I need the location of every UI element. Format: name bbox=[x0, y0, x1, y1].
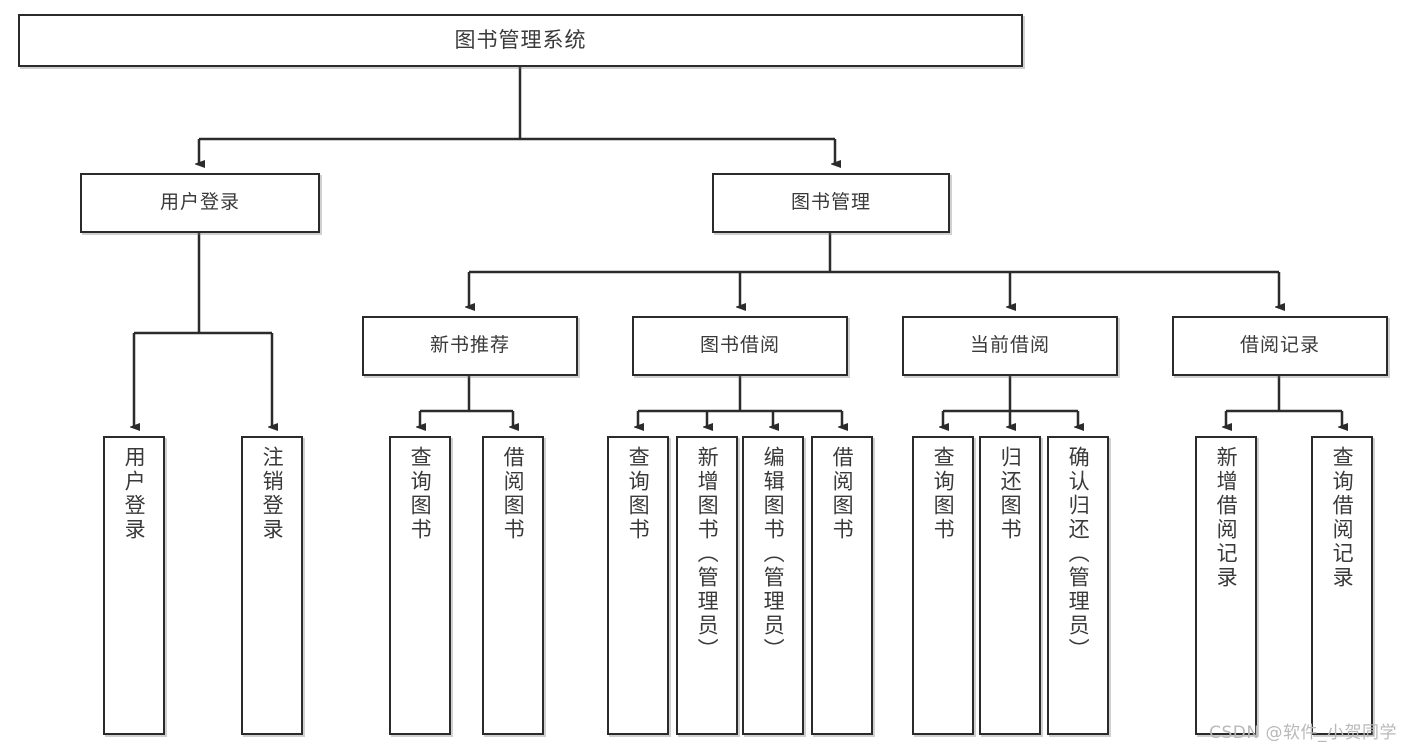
leaf-label: 新增图书（管理员） bbox=[695, 446, 720, 662]
leaf-label: 编辑图书（管理员） bbox=[761, 446, 786, 662]
leaf-query-books-current[interactable]: 查询图书 bbox=[912, 436, 974, 735]
leaf-label: 查询图书 bbox=[408, 446, 433, 542]
leaf-add-book-admin[interactable]: 新增图书（管理员） bbox=[676, 436, 738, 735]
leaf-borrow-books-recommend[interactable]: 借阅图书 bbox=[482, 436, 544, 735]
node-label: 借阅记录 bbox=[1239, 334, 1320, 357]
leaf-query-borrow-record[interactable]: 查询借阅记录 bbox=[1311, 436, 1373, 735]
leaf-borrow-books[interactable]: 借阅图书 bbox=[811, 436, 873, 735]
leaf-edit-book-admin[interactable]: 编辑图书（管理员） bbox=[742, 436, 804, 735]
leaf-query-books-borrow[interactable]: 查询图书 bbox=[607, 436, 669, 735]
leaf-label: 归还图书 bbox=[998, 446, 1023, 542]
node-new-book-recommendation[interactable]: 新书推荐 bbox=[362, 316, 578, 376]
node-label: 图书管理 bbox=[790, 191, 871, 214]
watermark: CSDN @软件_小贺同学 bbox=[1209, 723, 1397, 743]
node-borrow-records[interactable]: 借阅记录 bbox=[1172, 316, 1388, 376]
leaf-label: 借阅图书 bbox=[830, 446, 855, 542]
leaf-label: 新增借阅记录 bbox=[1214, 446, 1239, 590]
leaf-label: 查询图书 bbox=[931, 446, 956, 542]
leaf-label: 查询借阅记录 bbox=[1330, 446, 1355, 590]
node-label: 用户登录 bbox=[159, 191, 240, 214]
node-label: 图书管理系统 bbox=[454, 28, 587, 53]
leaf-user-login[interactable]: 用户登录 bbox=[103, 436, 165, 735]
node-book-borrowing[interactable]: 图书借阅 bbox=[632, 316, 848, 376]
node-label: 新书推荐 bbox=[429, 334, 510, 357]
leaf-label: 注销登录 bbox=[260, 446, 285, 542]
node-current-borrowing[interactable]: 当前借阅 bbox=[902, 316, 1118, 376]
leaf-query-books-recommend[interactable]: 查询图书 bbox=[389, 436, 451, 735]
leaf-label: 借阅图书 bbox=[501, 446, 526, 542]
leaf-add-borrow-record[interactable]: 新增借阅记录 bbox=[1195, 436, 1257, 735]
leaf-label: 确认归还（管理员） bbox=[1066, 446, 1091, 662]
node-root-book-management-system[interactable]: 图书管理系统 bbox=[18, 14, 1023, 67]
node-book-management[interactable]: 图书管理 bbox=[712, 173, 950, 233]
node-user-login[interactable]: 用户登录 bbox=[80, 173, 320, 233]
leaf-label: 用户登录 bbox=[122, 446, 147, 542]
leaf-return-books[interactable]: 归还图书 bbox=[979, 436, 1041, 735]
node-label: 图书借阅 bbox=[699, 334, 780, 357]
leaf-confirm-return-admin[interactable]: 确认归还（管理员） bbox=[1047, 436, 1109, 735]
node-label: 当前借阅 bbox=[969, 334, 1050, 357]
leaf-label: 查询图书 bbox=[626, 446, 651, 542]
leaf-logout-login[interactable]: 注销登录 bbox=[241, 436, 303, 735]
